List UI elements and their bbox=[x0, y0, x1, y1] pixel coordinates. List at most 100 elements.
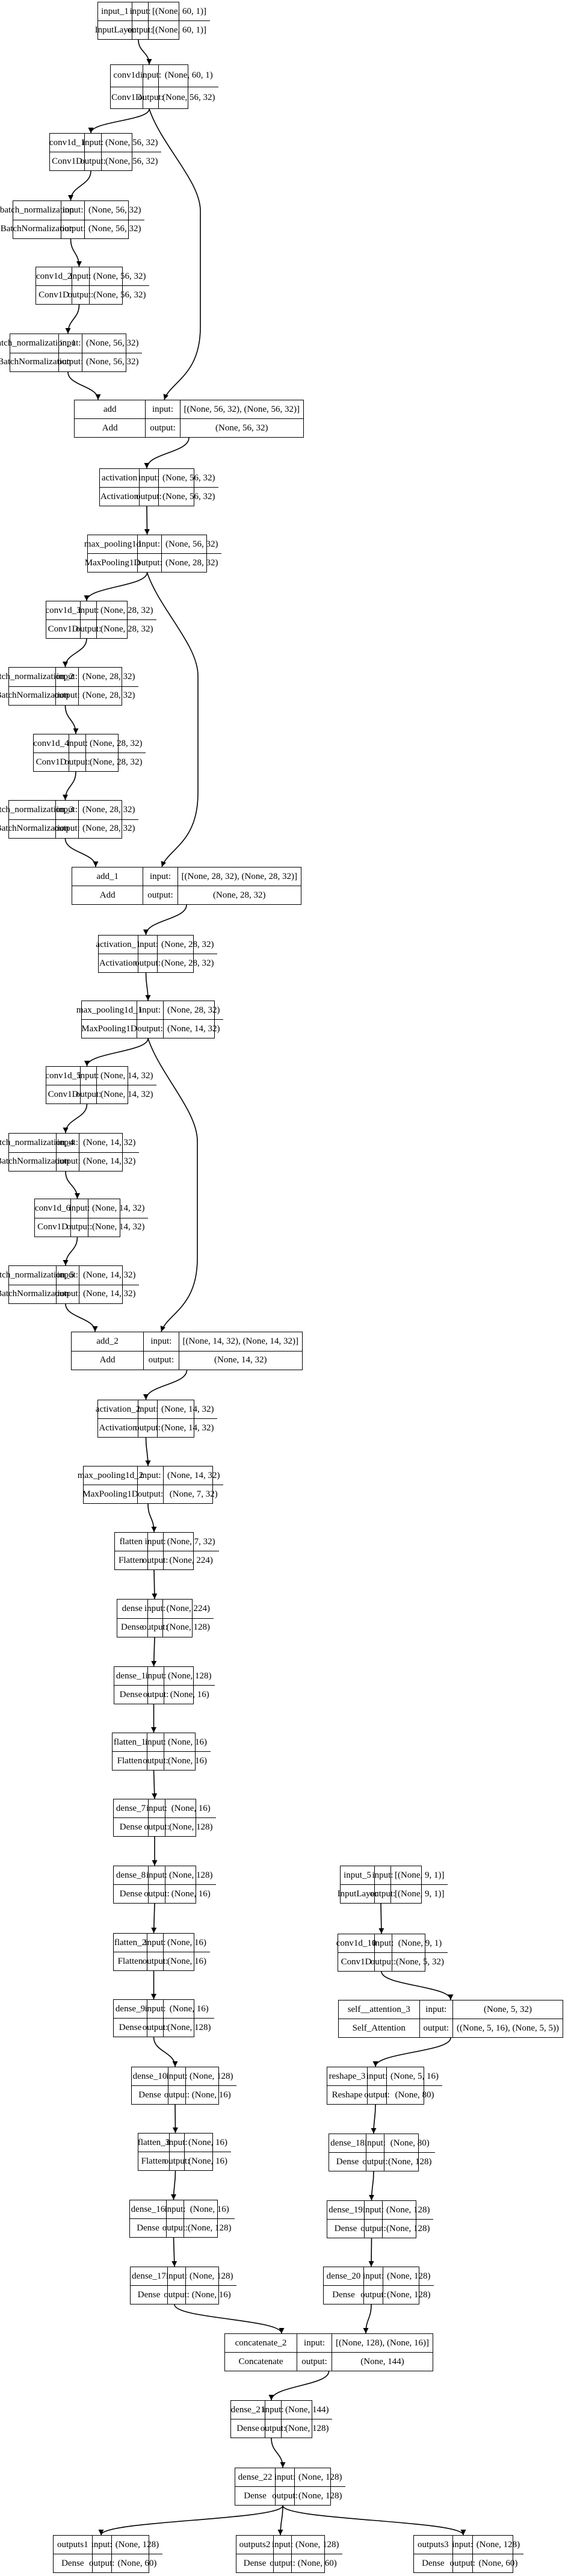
input-port-label: input: bbox=[57, 1270, 79, 1280]
shape-column: (None, 56, 32)(None, 56, 32) bbox=[84, 201, 145, 238]
layer-type: Dense bbox=[130, 2218, 166, 2237]
port-label-column: input:output: bbox=[64, 734, 90, 771]
input-shape: (None, 16) bbox=[167, 1937, 206, 1948]
layer-type: Activation bbox=[99, 954, 138, 972]
output-shape: (None, 56, 32) bbox=[102, 152, 162, 170]
layer-type: Add bbox=[72, 1350, 144, 1370]
input-shape: (None, 14, 32) bbox=[100, 1070, 153, 1081]
layer-name: reshape_3 bbox=[329, 2071, 366, 2081]
output-port-label: output: bbox=[143, 1952, 168, 1970]
input-shape: (None, 128) bbox=[168, 1671, 212, 1681]
input-shape: (None, 28, 32) bbox=[167, 1005, 220, 1015]
shape-column: (None, 224)(None, 128) bbox=[162, 1600, 214, 1637]
edge-dense-19-to-dense-20 bbox=[368, 2238, 374, 2267]
edge-dense-22-to-outputs3 bbox=[282, 2505, 466, 2536]
layer-type: Dense bbox=[327, 2219, 364, 2238]
output-port-label: output: bbox=[144, 1817, 170, 1836]
output-port-label: output: bbox=[261, 2419, 286, 2438]
input-shape: (None, 28, 32) bbox=[161, 939, 214, 949]
input-shape: (None, 16) bbox=[190, 2204, 229, 2214]
layer-name: flatten_2 bbox=[114, 1937, 147, 1948]
edge-max-pooling1d-2-to-flatten bbox=[147, 1503, 157, 1533]
layer-name: conv1d_2 bbox=[35, 271, 72, 281]
layer-type: Concatenate bbox=[225, 2352, 297, 2371]
input-shape: [(None, 9, 1)] bbox=[395, 1870, 445, 1880]
layer-name: batch_normalization_4 bbox=[0, 1137, 75, 1147]
output-port-label: output: bbox=[371, 1952, 396, 1971]
output-shape: (None, 16) bbox=[164, 1751, 211, 1770]
input-port-label: input: bbox=[166, 2271, 188, 2281]
input-port-label: input: bbox=[144, 1937, 166, 1948]
edge-max-pooling1d-to-conv1d-3 bbox=[84, 572, 148, 601]
port-label-column: input:output: bbox=[136, 469, 162, 506]
port-label-column: input:output: bbox=[143, 1332, 179, 1370]
layer-name: self__attention_3 bbox=[347, 2004, 410, 2014]
output-port-label: output: bbox=[60, 219, 85, 239]
input-shape: (None, 144) bbox=[285, 2404, 329, 2415]
shape-column: (None, 128)(None, 128) bbox=[294, 2468, 346, 2505]
layer-name: max_pooling1d bbox=[84, 539, 141, 549]
input-port-label: input: bbox=[82, 137, 104, 147]
input-shape: (None, 128) bbox=[387, 2271, 431, 2281]
input-port-label: input: bbox=[363, 2271, 384, 2281]
input-shape: (None, 14, 32) bbox=[92, 1203, 145, 1213]
port-label-column: input:output: bbox=[142, 1600, 168, 1637]
input-shape: (None, 128) bbox=[476, 2539, 520, 2550]
port-label-column: input:output: bbox=[143, 1533, 168, 1569]
layer-type: Conv1D bbox=[46, 1085, 80, 1103]
output-shape: (None, 16) bbox=[186, 2285, 237, 2304]
shape-column: (None, 14, 32)(None, 14, 32) bbox=[88, 1199, 149, 1237]
shape-column: (None, 5, 16)(None, 80) bbox=[386, 2067, 442, 2104]
output-shape: (None, 56, 32) bbox=[82, 352, 143, 372]
port-label-column: input: output: bbox=[370, 1866, 395, 1903]
shape-column: (None, 128)(None, 16) bbox=[164, 1667, 215, 1704]
layer-name: dense_17 bbox=[132, 2271, 166, 2281]
port-label-column: input:output: bbox=[67, 1199, 92, 1237]
port-label-column: input:output: bbox=[364, 2067, 390, 2104]
port-label-column: input:output: bbox=[144, 1866, 170, 1903]
edge-batch-normalization-2-to-conv1d-4 bbox=[64, 705, 79, 734]
input-port-label: input: bbox=[372, 1870, 393, 1880]
output-port-label: output: bbox=[54, 819, 80, 839]
input-port-label: input: bbox=[166, 2137, 188, 2147]
layer-type: Conv1D bbox=[338, 1952, 374, 1971]
shape-column: (None, 16)(None, 128) bbox=[163, 2000, 215, 2037]
output-shape: (None, 14, 32) bbox=[79, 1152, 140, 1172]
layer-name: dense_9 bbox=[115, 2003, 146, 2014]
edge-batch-normalization-to-conv1d-2 bbox=[70, 238, 82, 267]
port-label-column: input:output: bbox=[76, 601, 101, 638]
layer-name: batch_normalization_5 bbox=[0, 1270, 75, 1280]
input-shape: [(None, 60, 1)] bbox=[152, 6, 206, 16]
layer-type: Dense bbox=[132, 2085, 168, 2104]
edge-batch-normalization-3-to-add-1 bbox=[64, 838, 99, 867]
input-port-label: input: bbox=[60, 338, 81, 348]
shape-column: (None, 14, 32)(None, 14, 32) bbox=[79, 1134, 140, 1172]
port-label-column: input:output: bbox=[144, 1799, 170, 1836]
port-label-column: input:output: bbox=[362, 2134, 388, 2171]
output-port-label: output: bbox=[370, 1884, 395, 1903]
input-port-label: input: bbox=[145, 1671, 167, 1681]
output-port-label: output: bbox=[362, 2152, 388, 2171]
input-shape: (None, 5, 32) bbox=[484, 2004, 532, 2014]
input-shape: (None, 128) bbox=[190, 2071, 233, 2081]
output-port-label: output: bbox=[137, 1019, 163, 1038]
